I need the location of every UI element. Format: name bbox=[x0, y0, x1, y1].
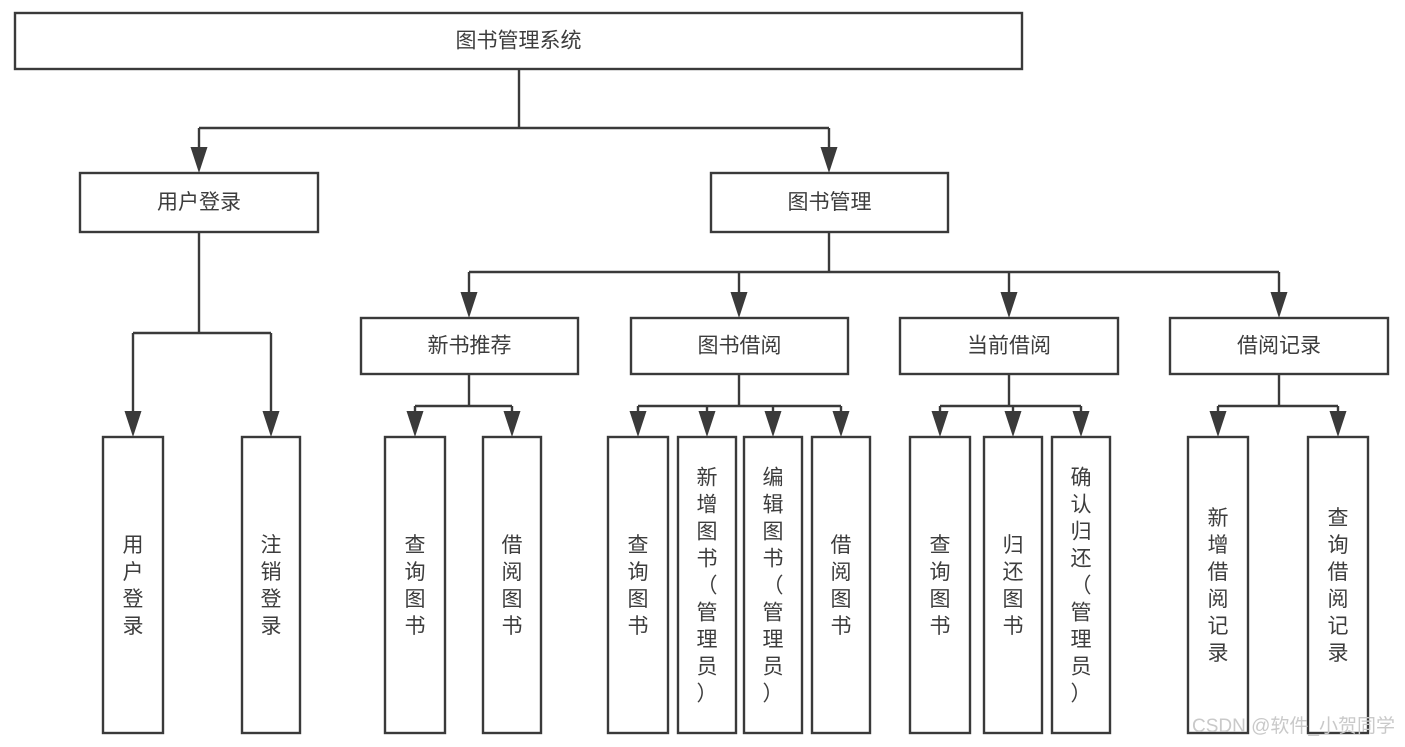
node-root[interactable]: 图书管理系统 bbox=[13, 11, 1024, 71]
arrow-head-icon bbox=[629, 411, 647, 437]
node-box[interactable] bbox=[383, 435, 447, 735]
node-leaf-borrow-book-2[interactable]: 借阅图书 bbox=[810, 435, 872, 735]
node-label: 新增借阅记录 bbox=[1208, 507, 1229, 665]
arrow-head-icon bbox=[460, 292, 478, 318]
node-label: 当前借阅 bbox=[967, 335, 1051, 358]
arrow-head-icon bbox=[730, 292, 748, 318]
node-box[interactable] bbox=[898, 316, 1120, 376]
node-box[interactable] bbox=[240, 435, 302, 735]
node-leaf-user-login[interactable]: 用户登录 bbox=[101, 435, 165, 735]
node-box[interactable] bbox=[742, 435, 804, 735]
arrow-head-icon bbox=[124, 411, 142, 437]
node-label: 查询借阅记录 bbox=[1328, 507, 1349, 665]
node-label: 图书借阅 bbox=[698, 335, 782, 358]
arrow-head-icon bbox=[1270, 292, 1288, 318]
arrow-head-icon bbox=[1000, 292, 1018, 318]
node-book-manage[interactable]: 图书管理 bbox=[709, 171, 950, 234]
arrow-head-icon bbox=[698, 411, 716, 437]
connector-group bbox=[406, 374, 521, 437]
connector-group bbox=[460, 232, 1288, 318]
node-box[interactable] bbox=[629, 316, 850, 376]
node-leaf-add-book[interactable]: 新增图书（管理员） bbox=[676, 435, 738, 735]
node-leaf-add-record[interactable]: 新增借阅记录 bbox=[1186, 435, 1250, 735]
node-box[interactable] bbox=[606, 435, 670, 735]
connector-group bbox=[190, 69, 838, 173]
node-label: 注销登录 bbox=[261, 534, 282, 638]
node-box[interactable] bbox=[1186, 435, 1250, 735]
node-leaf-borrow-book-1[interactable]: 借阅图书 bbox=[481, 435, 543, 735]
connector-group bbox=[931, 374, 1090, 437]
node-box[interactable] bbox=[810, 435, 872, 735]
node-label: 借阅图书 bbox=[502, 534, 523, 638]
node-label: 查询图书 bbox=[628, 534, 649, 638]
node-label: 借阅图书 bbox=[831, 534, 852, 638]
node-box[interactable] bbox=[1050, 435, 1112, 735]
node-label: 查询图书 bbox=[405, 534, 426, 638]
node-label: 用户登录 bbox=[157, 191, 241, 214]
node-label: 借阅记录 bbox=[1237, 335, 1321, 358]
node-leaf-logout[interactable]: 注销登录 bbox=[240, 435, 302, 735]
node-leaf-confirm-return[interactable]: 确认归还（管理员） bbox=[1050, 435, 1112, 735]
node-leaf-query-book-3[interactable]: 查询图书 bbox=[908, 435, 972, 735]
node-box[interactable] bbox=[481, 435, 543, 735]
connector-group bbox=[629, 374, 850, 437]
node-leaf-return-book[interactable]: 归还图书 bbox=[982, 435, 1044, 735]
node-box[interactable] bbox=[982, 435, 1044, 735]
arrow-head-icon bbox=[832, 411, 850, 437]
watermark-text: CSDN @软件_小贺同学 bbox=[1192, 715, 1395, 737]
node-label: 新书推荐 bbox=[428, 335, 512, 358]
arrow-head-icon bbox=[503, 411, 521, 437]
arrow-head-icon bbox=[764, 411, 782, 437]
node-new-book-rec[interactable]: 新书推荐 bbox=[359, 316, 580, 376]
node-leaf-query-book-1[interactable]: 查询图书 bbox=[383, 435, 447, 735]
node-layer: 图书管理系统用户登录图书管理新书推荐图书借阅当前借阅借阅记录用户登录注销登录查询… bbox=[13, 11, 1390, 735]
arrow-head-icon bbox=[190, 147, 208, 173]
node-leaf-query-book-2[interactable]: 查询图书 bbox=[606, 435, 670, 735]
node-label: 新增图书（管理员） bbox=[697, 467, 718, 706]
node-box[interactable] bbox=[709, 171, 950, 234]
node-current-borrow[interactable]: 当前借阅 bbox=[898, 316, 1120, 376]
node-book-borrow[interactable]: 图书借阅 bbox=[629, 316, 850, 376]
node-label: 用户登录 bbox=[123, 534, 144, 638]
node-label: 图书管理系统 bbox=[456, 30, 582, 53]
node-box[interactable] bbox=[1306, 435, 1370, 735]
node-box[interactable] bbox=[13, 11, 1024, 71]
node-user-login[interactable]: 用户登录 bbox=[78, 171, 320, 234]
node-borrow-record[interactable]: 借阅记录 bbox=[1168, 316, 1390, 376]
arrow-head-icon bbox=[1004, 411, 1022, 437]
node-label: 确认归还（管理员） bbox=[1071, 467, 1092, 706]
node-leaf-edit-book[interactable]: 编辑图书（管理员） bbox=[742, 435, 804, 735]
connector-group bbox=[124, 232, 280, 437]
node-box[interactable] bbox=[359, 316, 580, 376]
node-box[interactable] bbox=[101, 435, 165, 735]
node-label: 归还图书 bbox=[1003, 534, 1024, 638]
node-leaf-query-record[interactable]: 查询借阅记录 bbox=[1306, 435, 1370, 735]
connector-group bbox=[1209, 374, 1347, 437]
node-label: 图书管理 bbox=[788, 191, 872, 214]
arrow-head-icon bbox=[406, 411, 424, 437]
arrow-head-icon bbox=[262, 411, 280, 437]
node-box[interactable] bbox=[676, 435, 738, 735]
node-box[interactable] bbox=[78, 171, 320, 234]
node-label: 编辑图书（管理员） bbox=[763, 467, 784, 706]
node-box[interactable] bbox=[1168, 316, 1390, 376]
arrow-head-icon bbox=[820, 147, 838, 173]
node-box[interactable] bbox=[908, 435, 972, 735]
arrow-head-icon bbox=[1072, 411, 1090, 437]
connector-layer bbox=[124, 69, 1347, 437]
node-label: 查询图书 bbox=[930, 534, 951, 638]
arrow-head-icon bbox=[931, 411, 949, 437]
arrow-head-icon bbox=[1209, 411, 1227, 437]
arrow-head-icon bbox=[1329, 411, 1347, 437]
